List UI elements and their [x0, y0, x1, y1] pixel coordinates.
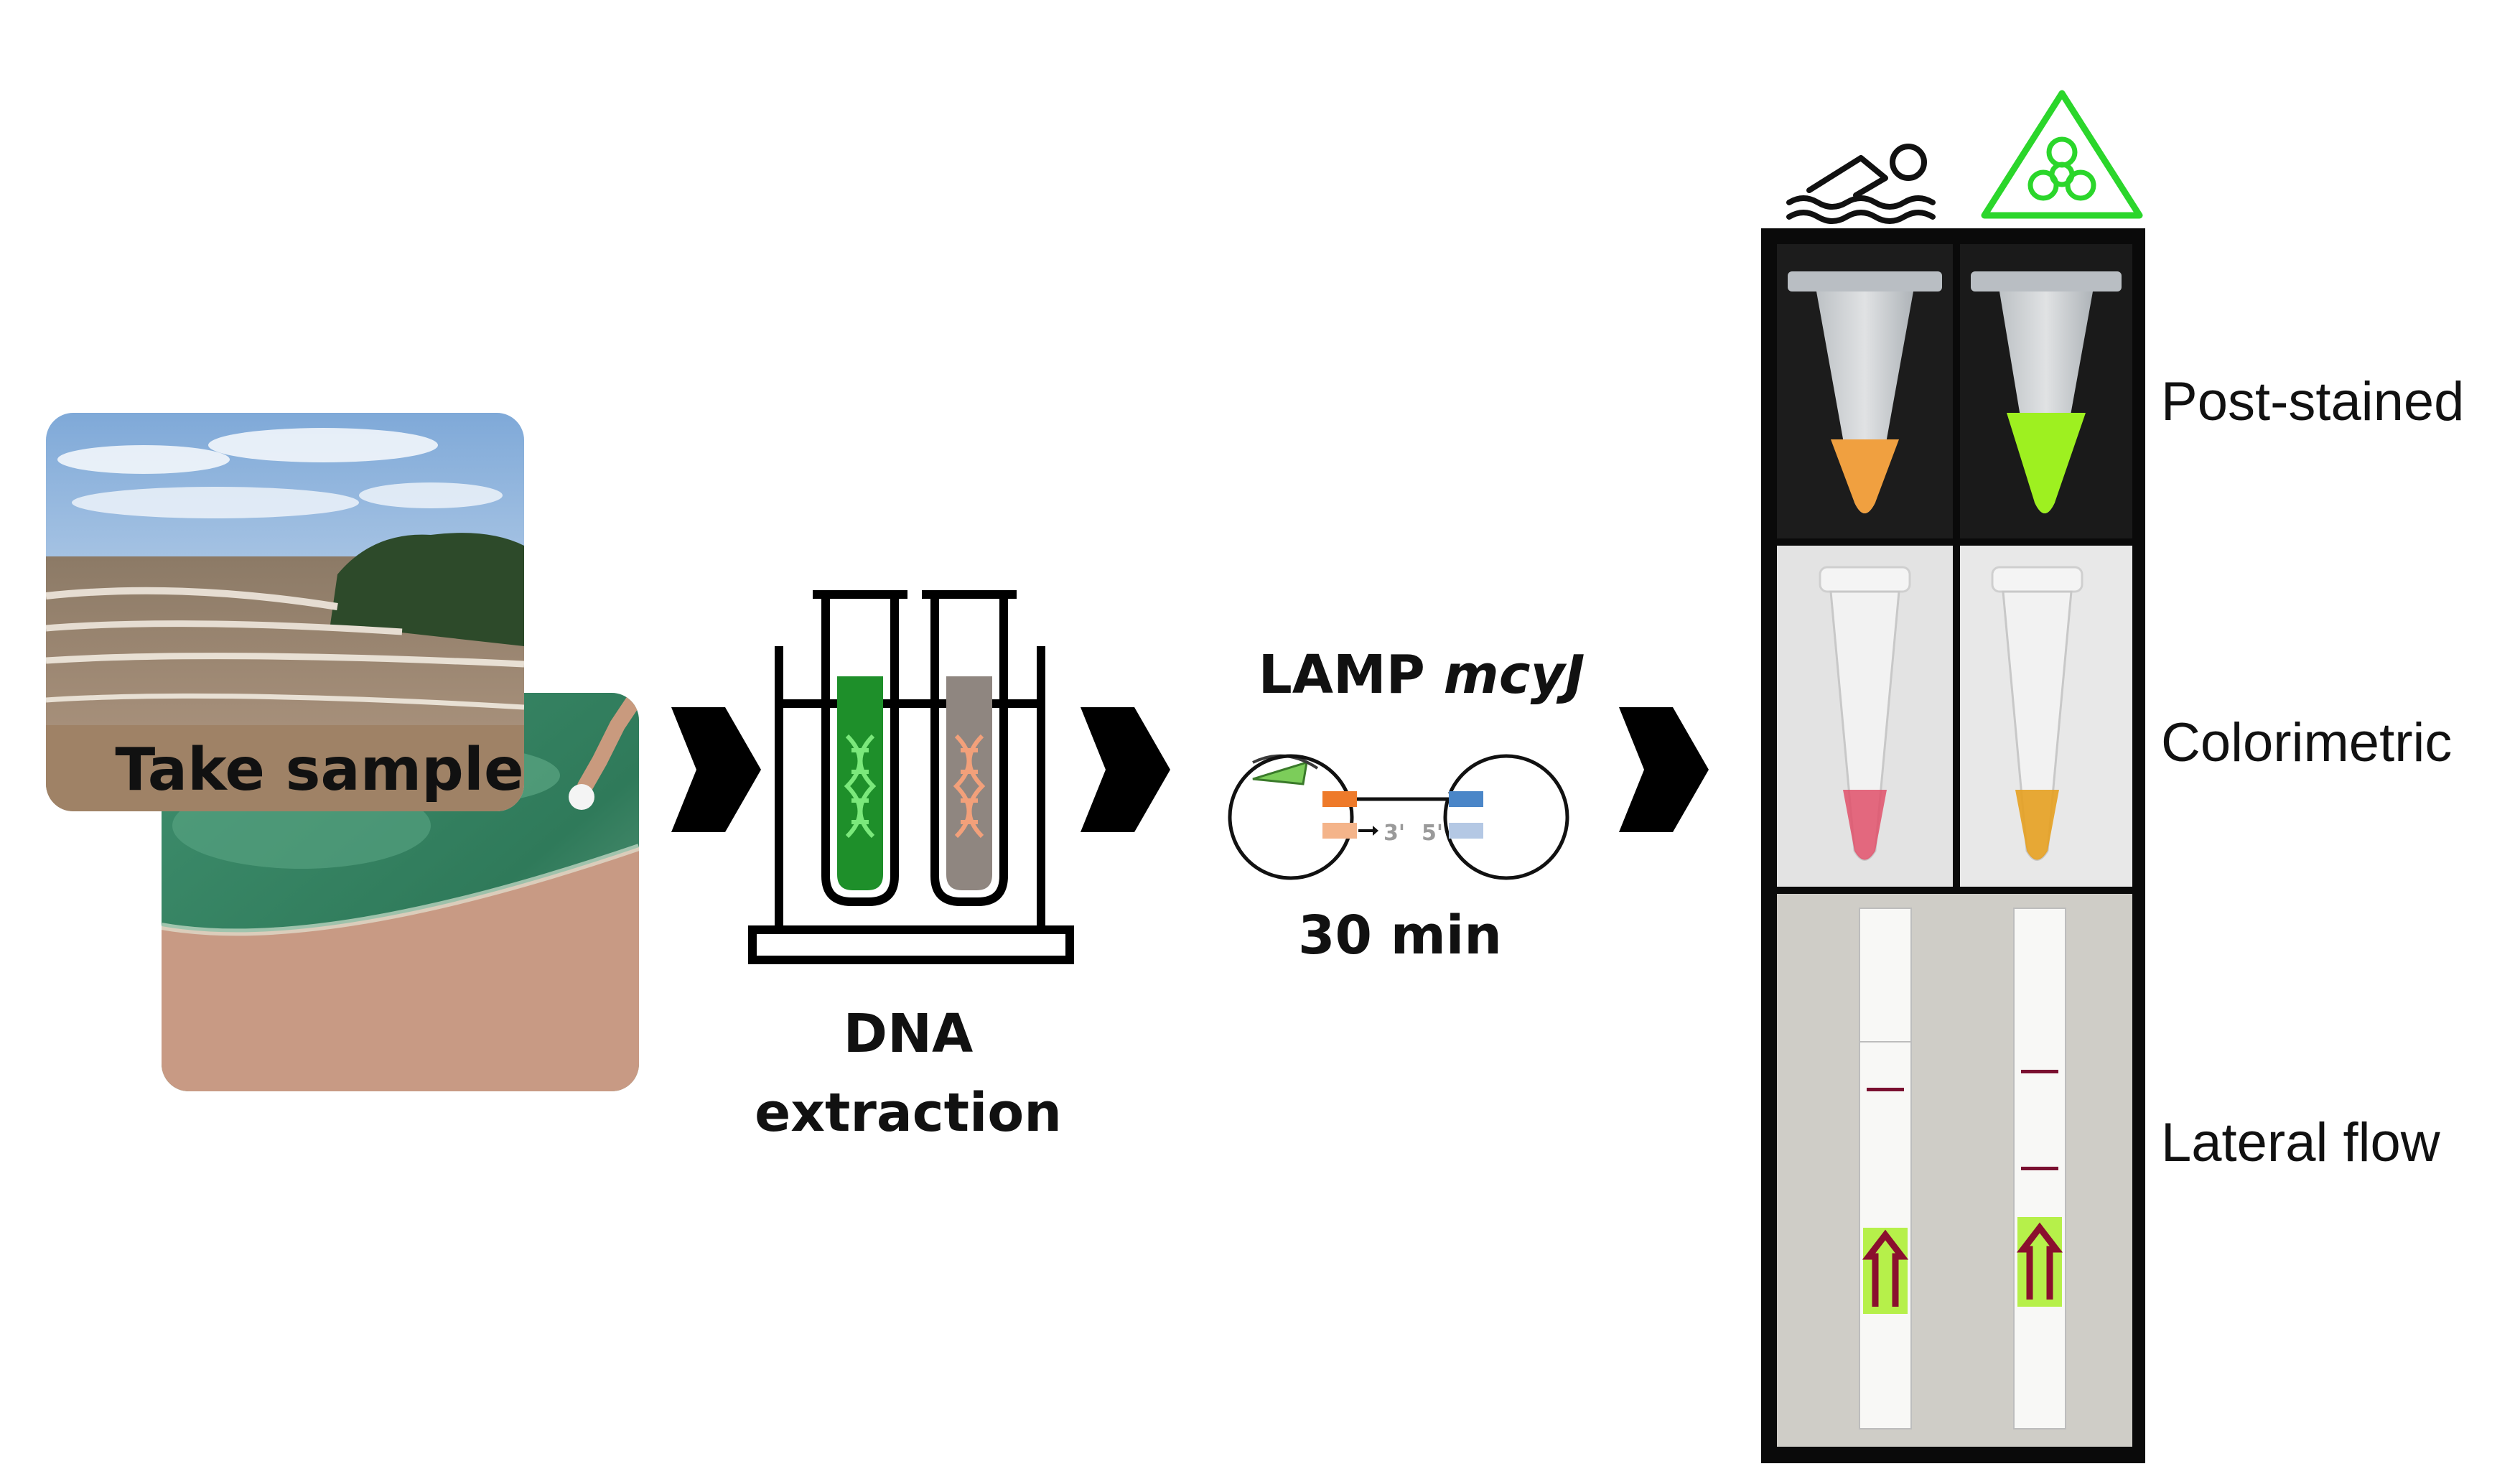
beach-photo	[46, 413, 524, 811]
arrow-1-icon	[671, 707, 761, 832]
three-prime-label: 3'	[1383, 821, 1405, 846]
lamp-duration-label: 30 min	[1298, 905, 1502, 966]
colorimetric-hazard-photo	[1960, 546, 2132, 887]
lateral-flow-hazard-strip	[2013, 908, 2066, 1429]
dna-helix-orange-icon	[953, 734, 986, 839]
colorimetric-safe-photo	[1777, 546, 1953, 887]
arrow-3-icon	[1619, 707, 1709, 832]
biohazard-icon	[1981, 90, 2143, 219]
extraction-label: extraction	[755, 1082, 1062, 1144]
swimmer-icon	[1786, 144, 1936, 224]
row-label-lateral-flow: Lateral flow	[2161, 1112, 2441, 1173]
take-sample-label: Take sample	[115, 736, 523, 804]
post-stained-safe-photo	[1777, 244, 1953, 538]
lamp-title-prefix: LAMP	[1259, 644, 1444, 706]
lateral-flow-photo	[1777, 894, 2132, 1447]
dna-helix-green-icon	[844, 734, 877, 839]
brown-sample-tube	[946, 676, 992, 890]
dna-label: DNA	[844, 1003, 974, 1065]
lamp-title: LAMP mcyJ	[1259, 644, 1585, 706]
lateral-flow-safe-strip	[1859, 908, 1912, 1429]
lamp-gene-name: mcyJ	[1444, 644, 1585, 706]
arrow-2-icon	[1081, 707, 1170, 832]
test-tube-rack-icon	[748, 590, 1074, 964]
row-label-colorimetric: Colorimetric	[2161, 712, 2452, 773]
green-sample-tube	[837, 676, 883, 890]
five-prime-label: 5'	[1422, 821, 1443, 846]
post-stained-hazard-photo	[1960, 244, 2132, 538]
row-label-post-stained: Post-stained	[2161, 371, 2464, 432]
lamp-dumbbell-icon	[1228, 754, 1569, 880]
